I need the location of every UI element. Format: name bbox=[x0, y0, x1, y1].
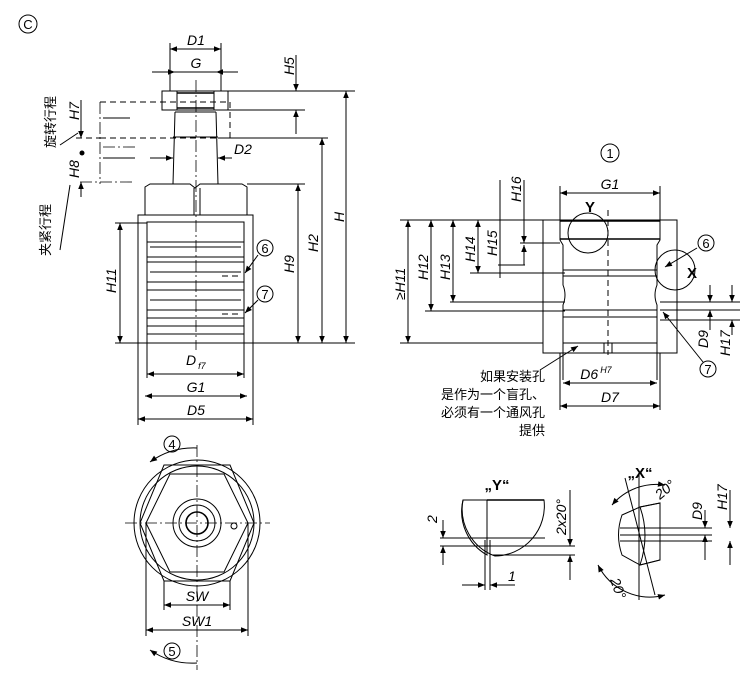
detail-x-title: „X“ bbox=[627, 465, 652, 482]
label-y-marker: Y bbox=[585, 199, 595, 216]
label-d7: D7 bbox=[601, 389, 620, 405]
callout-7-side: 7 bbox=[256, 285, 274, 303]
detail-y-title: „Y“ bbox=[484, 477, 509, 494]
label-d1: D1 bbox=[187, 32, 205, 48]
label-h2: H2 bbox=[305, 234, 321, 252]
label-d5: D5 bbox=[187, 402, 205, 418]
side-view bbox=[59, 43, 355, 425]
svg-text:7: 7 bbox=[261, 287, 268, 302]
svg-text:6: 6 bbox=[702, 236, 709, 251]
detail-y bbox=[440, 490, 575, 590]
label-rotation-stroke: 旋转行程 bbox=[44, 96, 59, 148]
label-h13: H13 bbox=[437, 254, 453, 280]
blind-hole-note: 如果安装孔 是作为一个盲孔、 必须有一个通风孔 提供 bbox=[441, 369, 545, 439]
label-h7: H7 bbox=[66, 101, 82, 120]
label-sw1: SW1 bbox=[182, 613, 212, 629]
callout-7-hole: 7 bbox=[699, 360, 717, 378]
label-sw: SW bbox=[186, 588, 210, 604]
top-view bbox=[125, 445, 270, 670]
detail-x-angle-bottom: 20° bbox=[607, 575, 630, 602]
label-g1: G1 bbox=[187, 379, 206, 395]
label-h15: H15 bbox=[484, 230, 500, 256]
label-h14: H14 bbox=[462, 236, 478, 262]
svg-text:提供: 提供 bbox=[519, 423, 545, 439]
svg-text:C: C bbox=[23, 17, 32, 32]
view-marker-c: C bbox=[18, 14, 38, 34]
detail-x-h17: H17 bbox=[714, 483, 730, 510]
svg-text:必须有一个通风孔: 必须有一个通风孔 bbox=[441, 406, 545, 421]
detail-y-dim-1: 1 bbox=[508, 568, 516, 584]
label-h: H bbox=[331, 211, 347, 222]
callout-5: 5 bbox=[163, 642, 181, 660]
svg-text:如果安装孔: 如果安装孔 bbox=[480, 369, 545, 385]
callout-6-side: 6 bbox=[256, 239, 274, 257]
svg-text:1: 1 bbox=[606, 146, 613, 161]
label-hole-d9: D9 bbox=[695, 330, 711, 348]
detail-y-dim-2: 2 bbox=[424, 515, 440, 524]
label-h11: H11 bbox=[103, 268, 119, 293]
svg-text:7: 7 bbox=[704, 362, 711, 377]
label-h11-min: ≥H11 bbox=[392, 268, 408, 300]
callout-1: 1 bbox=[600, 143, 620, 163]
label-h12: H12 bbox=[415, 254, 431, 280]
label-clamping-stroke: 夹紧行程 bbox=[39, 204, 54, 256]
svg-text:4: 4 bbox=[168, 437, 175, 452]
label-g: G bbox=[191, 55, 202, 71]
detail-x-angle-top: 20° bbox=[651, 476, 679, 503]
svg-text:5: 5 bbox=[168, 644, 175, 659]
label-hole-h17: H17 bbox=[717, 329, 733, 356]
detail-x bbox=[597, 475, 733, 600]
callout-6-hole: 6 bbox=[697, 234, 715, 252]
svg-text:是作为一个盲孔、: 是作为一个盲孔、 bbox=[441, 387, 545, 403]
label-h5: H5 bbox=[281, 57, 297, 75]
detail-x-d9: D9 bbox=[689, 502, 705, 520]
detail-y-angle: 2x20° bbox=[553, 499, 569, 536]
label-h16: H16 bbox=[508, 176, 524, 202]
label-h9: H9 bbox=[281, 255, 297, 273]
mounting-hole-section bbox=[400, 180, 740, 410]
label-hole-g1: G1 bbox=[601, 176, 620, 192]
label-x-marker: X bbox=[687, 265, 697, 282]
callout-4: 4 bbox=[163, 435, 181, 453]
svg-text:6: 6 bbox=[261, 241, 268, 256]
label-h8: H8 bbox=[66, 160, 82, 178]
label-d2: D2 bbox=[234, 141, 252, 157]
